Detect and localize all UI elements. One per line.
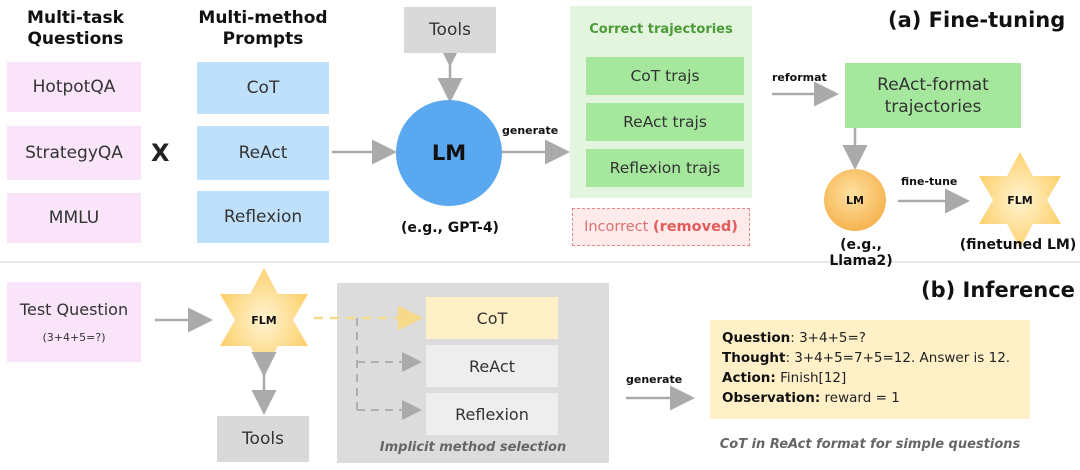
method-react: ReAct	[426, 345, 558, 387]
method-reflexion: Reflexion	[426, 393, 558, 435]
prompts-header-line2: Prompts	[222, 29, 304, 49]
react-format-box: ReAct-format trajectories	[845, 63, 1021, 128]
output-action-line: Action: Finish[12]	[722, 370, 847, 386]
flm-caption: (finetuned LM)	[959, 237, 1077, 253]
questions-header-line1: Multi-task	[27, 8, 124, 28]
react-format-line2: trajectories	[884, 96, 982, 117]
prompt-reflexion: Reflexion	[197, 191, 329, 243]
flm-star-top	[979, 152, 1061, 248]
test-question-example: (3+4+5=?)	[42, 331, 106, 344]
question-mmlu: MMLU	[7, 193, 141, 243]
selection-caption: Implicit method selection	[379, 440, 567, 455]
incorrect-box: Incorrect (removed)	[572, 208, 750, 246]
prompt-react: ReAct	[197, 126, 329, 180]
prompt-cot: CoT	[197, 62, 329, 114]
fine-tune-label: fine-tune	[901, 175, 958, 188]
inference-section-title: (b) Inference	[921, 278, 1075, 302]
test-question-label: Test Question	[19, 300, 129, 319]
cross-symbol: X	[151, 139, 170, 167]
questions-header: Multi-task Questions	[8, 8, 143, 50]
traj-reflexion: Reflexion trajs	[586, 149, 744, 187]
reformat-label: reformat	[772, 71, 827, 84]
correct-trajectories-title: Correct trajectories	[589, 22, 733, 37]
output-question-line: Question: 3+4+5=?	[722, 330, 866, 346]
incorrect-label: Incorrect	[584, 219, 649, 235]
lm-label: LM	[431, 141, 467, 165]
prompts-header: Multi-method Prompts	[188, 8, 338, 50]
lm-caption: (e.g., GPT-4)	[401, 220, 499, 236]
small-lm-caption: (e.g., Llama2)	[829, 237, 893, 269]
generate-label: generate	[502, 124, 559, 137]
lm-circle	[396, 100, 502, 206]
question-hotpotqa: HotpotQA	[7, 62, 141, 112]
react-format-line1: ReAct-format	[877, 74, 989, 95]
output-caption: CoT in ReAct format for simple questions	[719, 437, 1021, 452]
finetune-section-title: (a) Fine-tuning	[888, 8, 1066, 32]
method-cot: CoT	[426, 297, 558, 339]
tools-box-finetune: Tools	[404, 7, 496, 53]
flm-star-inference	[220, 268, 308, 372]
output-thought-line: Thought: 3+4+5=7+5=12. Answer is 12.	[722, 350, 1011, 366]
flm-label-inference: FLM	[251, 314, 277, 327]
test-question-box: Test Question (3+4+5=?)	[7, 282, 141, 362]
traj-cot: CoT trajs	[586, 57, 744, 95]
traj-react: ReAct trajs	[586, 103, 744, 141]
questions-header-line2: Questions	[27, 29, 124, 49]
small-lm-label: LM	[846, 194, 864, 207]
output-trajectory-box: Question: 3+4+5=? Thought: 3+4+5=7+5=12.…	[710, 320, 1030, 419]
flm-label-top: FLM	[1007, 194, 1033, 207]
output-observation-line: Observation: reward = 1	[722, 390, 900, 406]
removed-label: (removed)	[652, 219, 738, 235]
prompts-header-line1: Multi-method	[198, 8, 328, 28]
tools-box-inference: Tools	[217, 416, 309, 462]
inference-generate-label: generate	[626, 373, 683, 386]
question-strategyqa: StrategyQA	[7, 126, 141, 180]
small-lm-circle	[824, 169, 886, 231]
